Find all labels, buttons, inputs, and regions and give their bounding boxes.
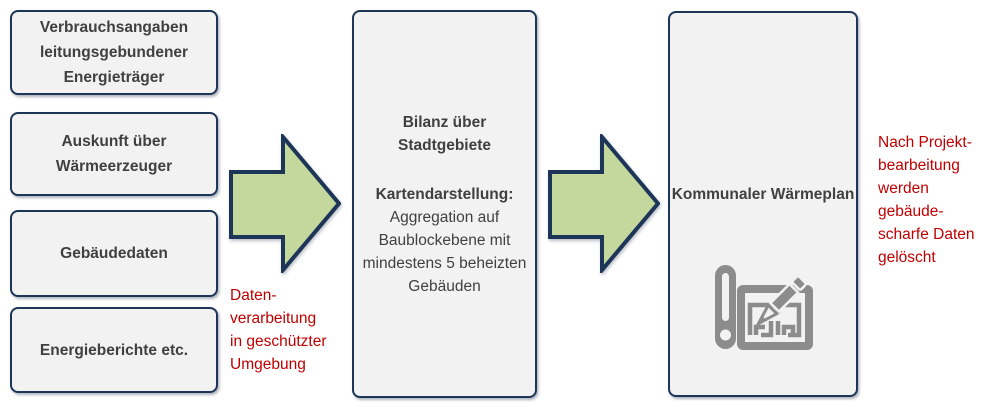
source-box-label: Gebäudedaten [60,245,168,262]
balance-box: Bilanz über Stadtgebiete Kartendarstellu… [352,10,537,398]
data-protection-note: Daten- verarbeitung in geschützter Umgeb… [230,287,327,373]
source-box-label: Verbrauchsangaben leitungsgebundener Ene… [39,19,189,86]
source-box-verbrauchsangaben: Verbrauchsangaben leitungsgebundener Ene… [10,10,218,95]
source-box-waermeerzeuger: Auskunft über Wärmeerzeuger [10,112,218,196]
flow-arrow-icon [229,134,341,273]
source-box-label: Energieberichte etc. [39,341,189,359]
balance-box-subtitle: Kartendarstellung: [375,185,514,203]
source-box-gebaeudedaten: Gebäudedaten [10,210,218,297]
floor-plan-pencil-icon [715,265,813,350]
source-box-label: Auskunft über Wärmeerzeuger [55,133,173,175]
balance-box-title: Bilanz über Stadtgebiete [397,113,491,154]
flow-arrow-icon [548,134,660,273]
data-deletion-note: Nach Projekt- bearbeitung werden gebäude… [878,134,975,266]
balance-box-body: Aggregation auf Baublockebene mit mindes… [362,208,527,295]
heat-plan-box: Kommunaler Wärmeplan [668,11,858,397]
heat-plan-title: Kommunaler Wärmeplan [671,186,855,203]
source-box-energieberichte: Energieberichte etc. [10,307,218,393]
